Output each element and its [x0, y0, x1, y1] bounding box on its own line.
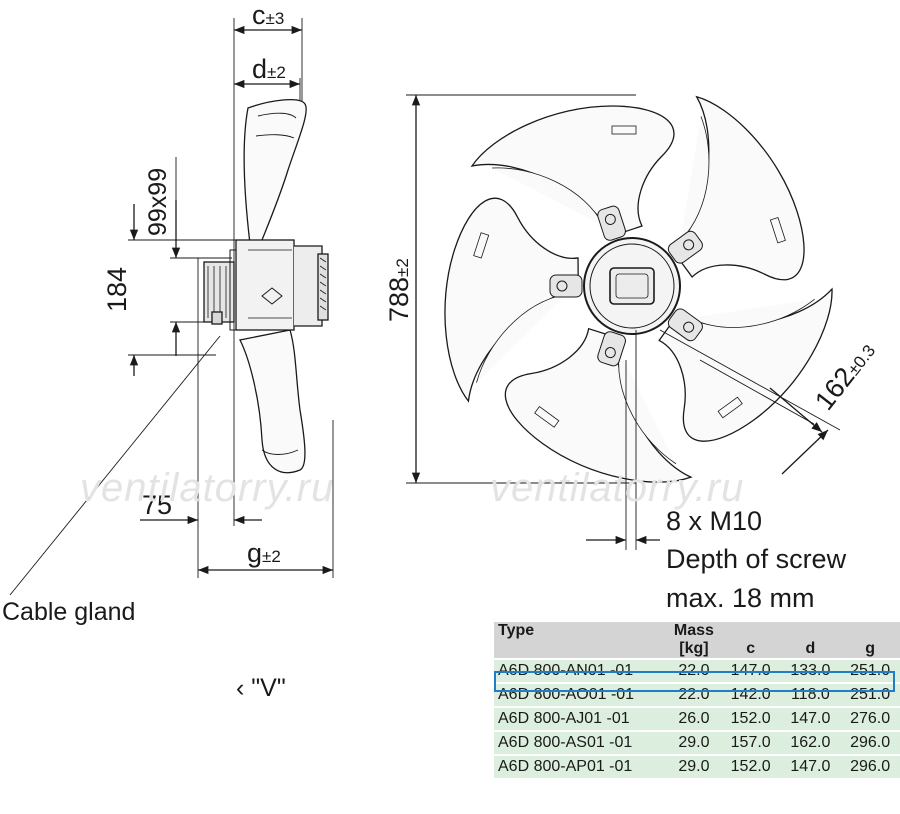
table-header-row: Type Mass[kg] c d g: [494, 622, 900, 658]
cell-type: A6D 800-AS01 -01: [494, 732, 667, 754]
svg-text:g±2: g±2: [247, 538, 281, 568]
table-row[interactable]: A6D 800-AP01 -01 29.0 152.0 147.0 296.0: [494, 756, 900, 778]
header-g: g: [840, 622, 900, 658]
cell-c: 142.0: [720, 684, 781, 706]
cell-type: A6D 800-AP01 -01: [494, 756, 667, 778]
view-v-label: ‹ "V": [236, 674, 286, 702]
header-mass-label: Mass: [673, 622, 714, 639]
cell-mass: 29.0: [666, 756, 721, 778]
cell-d: 162.0: [780, 732, 841, 754]
screw-note-max: max. 18 mm: [666, 583, 815, 613]
header-c: c: [720, 622, 781, 658]
cell-g: 251.0: [840, 684, 900, 706]
cell-d: 147.0: [780, 708, 841, 730]
table-row[interactable]: A6D 800-AS01 -01 29.0 157.0 162.0 296.0: [494, 732, 900, 754]
front-view: [406, 94, 841, 550]
svg-text:c±3: c±3: [252, 0, 284, 30]
cell-c: 152.0: [720, 756, 781, 778]
table-row[interactable]: A6D 800-AO01 -01 22.0 142.0 118.0 251.0: [494, 684, 900, 706]
cell-g: 276.0: [840, 708, 900, 730]
cell-mass: 22.0: [666, 660, 721, 682]
cell-g: 296.0: [840, 732, 900, 754]
cell-c: 152.0: [720, 708, 781, 730]
cell-type: A6D 800-AO01 -01: [494, 684, 667, 706]
cell-mass: 22.0: [666, 684, 721, 706]
dim-offset-75: 75: [142, 490, 172, 520]
watermark-left: ventilatorry.ru: [80, 466, 335, 510]
screw-note-depth: Depth of screw: [666, 544, 847, 574]
table-row[interactable]: A6D 800-AJ01 -01 26.0 152.0 147.0 276.0: [494, 708, 900, 730]
dim-c-tolerance: ±3: [266, 9, 285, 28]
cell-mass: 29.0: [666, 732, 721, 754]
cell-type: A6D 800-AJ01 -01: [494, 708, 667, 730]
dim-d-letter: d: [252, 54, 267, 84]
svg-text:788±2: 788±2: [384, 258, 414, 322]
dim-g-tolerance: ±2: [262, 547, 281, 566]
side-view-dimension-texts: c±3 d±2 g±2 75 184 99x99: [102, 0, 286, 568]
dim-diameter-788: 788: [384, 277, 414, 322]
cell-d: 133.0: [780, 660, 841, 682]
cell-mass: 26.0: [666, 708, 721, 730]
table-row[interactable]: A6D 800-AN01 -01 22.0 147.0 133.0 251.0: [494, 660, 900, 682]
svg-text:d±2: d±2: [252, 54, 286, 84]
cell-d: 147.0: [780, 756, 841, 778]
side-view: [9, 18, 334, 596]
dim-height-184: 184: [102, 267, 132, 312]
watermark-right: ventilatorry.ru: [490, 466, 745, 510]
screw-note-size: 8 x M10: [666, 506, 763, 536]
header-mass: Mass[kg]: [666, 622, 721, 658]
dim-d-tolerance: ±2: [267, 63, 286, 82]
cell-g: 251.0: [840, 660, 900, 682]
cable-gland-label: Cable gland: [2, 598, 136, 626]
cell-type: A6D 800-AN01 -01: [494, 660, 667, 682]
dim-square-99x99: 99x99: [144, 168, 172, 236]
header-mass-unit: [kg]: [679, 640, 709, 657]
dim-diameter-tolerance: ±2: [393, 258, 412, 277]
cell-g: 296.0: [840, 756, 900, 778]
cell-d: 118.0: [780, 684, 841, 706]
header-type: Type: [494, 622, 667, 658]
header-d: d: [780, 622, 841, 658]
dim-c-letter: c: [252, 0, 266, 30]
dim-g-letter: g: [247, 538, 262, 568]
model-spec-table: Type Mass[kg] c d g A6D 800-AN01 -01 22.…: [494, 620, 900, 780]
cell-c: 147.0: [720, 660, 781, 682]
cell-c: 157.0: [720, 732, 781, 754]
svg-text:162±0.3: 162±0.3: [809, 336, 881, 416]
